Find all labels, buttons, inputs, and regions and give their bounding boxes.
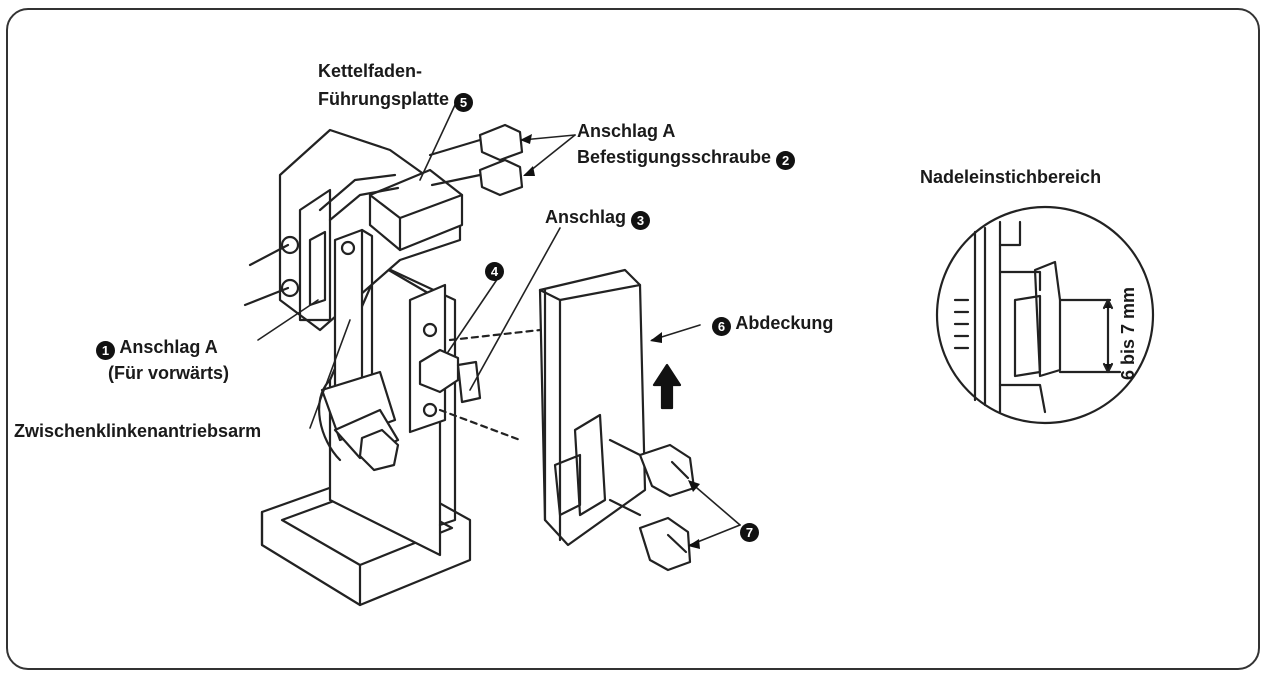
label-anschlagA-text: Anschlag A bbox=[119, 337, 218, 357]
label-drive-arm: Zwischenklinkenantriebsarm bbox=[14, 421, 262, 441]
callout-5: 5 bbox=[454, 93, 474, 112]
callout-3: 3 bbox=[631, 211, 651, 230]
arrowheads bbox=[520, 134, 700, 549]
drive-arm bbox=[320, 228, 400, 472]
label-part-4: 4 bbox=[485, 257, 504, 281]
screws-top bbox=[428, 123, 524, 197]
callout-1: 1 bbox=[96, 341, 115, 360]
label-kettelfaden-text: Führungsplatte bbox=[318, 89, 449, 109]
dashes bbox=[438, 328, 542, 442]
label-schraube-line1: Anschlag A bbox=[577, 121, 676, 141]
label-anschlagA-line2: (Für vorwärts) bbox=[108, 363, 230, 383]
label-anschlagA-line1: 1 Anschlag A bbox=[96, 336, 218, 360]
needle-area-inset bbox=[935, 205, 1155, 425]
diagram-frame bbox=[6, 8, 1260, 670]
callout-7: 7 bbox=[740, 523, 759, 542]
label-part-7: 7 bbox=[740, 518, 759, 542]
label-anschlag: Anschlag 3 bbox=[545, 206, 651, 230]
label-abdeckung: 6 Abdeckung bbox=[712, 312, 833, 336]
callout-2: 2 bbox=[776, 151, 796, 170]
label-schraube-text: Befestigungsschraube bbox=[577, 147, 772, 167]
screws-bottom bbox=[638, 443, 696, 572]
callout-4: 4 bbox=[485, 262, 504, 281]
label-schraube-line2: Befestigungsschraube 2 bbox=[577, 146, 796, 170]
label-kettelfaden-line2: Führungsplatte 5 bbox=[318, 88, 474, 112]
label-nadeleinstichbereich: Nadeleinstichbereich bbox=[920, 167, 1102, 187]
guide-plate bbox=[318, 168, 464, 252]
label-abdeckung-text: Abdeckung bbox=[735, 313, 834, 333]
cover bbox=[538, 268, 647, 547]
stopper-plate bbox=[408, 283, 482, 434]
label-anschlag-text: Anschlag bbox=[545, 207, 627, 227]
up-arrow-icon bbox=[652, 363, 682, 410]
callout-6: 6 bbox=[712, 317, 731, 336]
label-measurement: 6 bis 7 mm bbox=[1118, 286, 1138, 380]
label-kettelfaden-line1: Kettelfaden- bbox=[318, 61, 423, 81]
